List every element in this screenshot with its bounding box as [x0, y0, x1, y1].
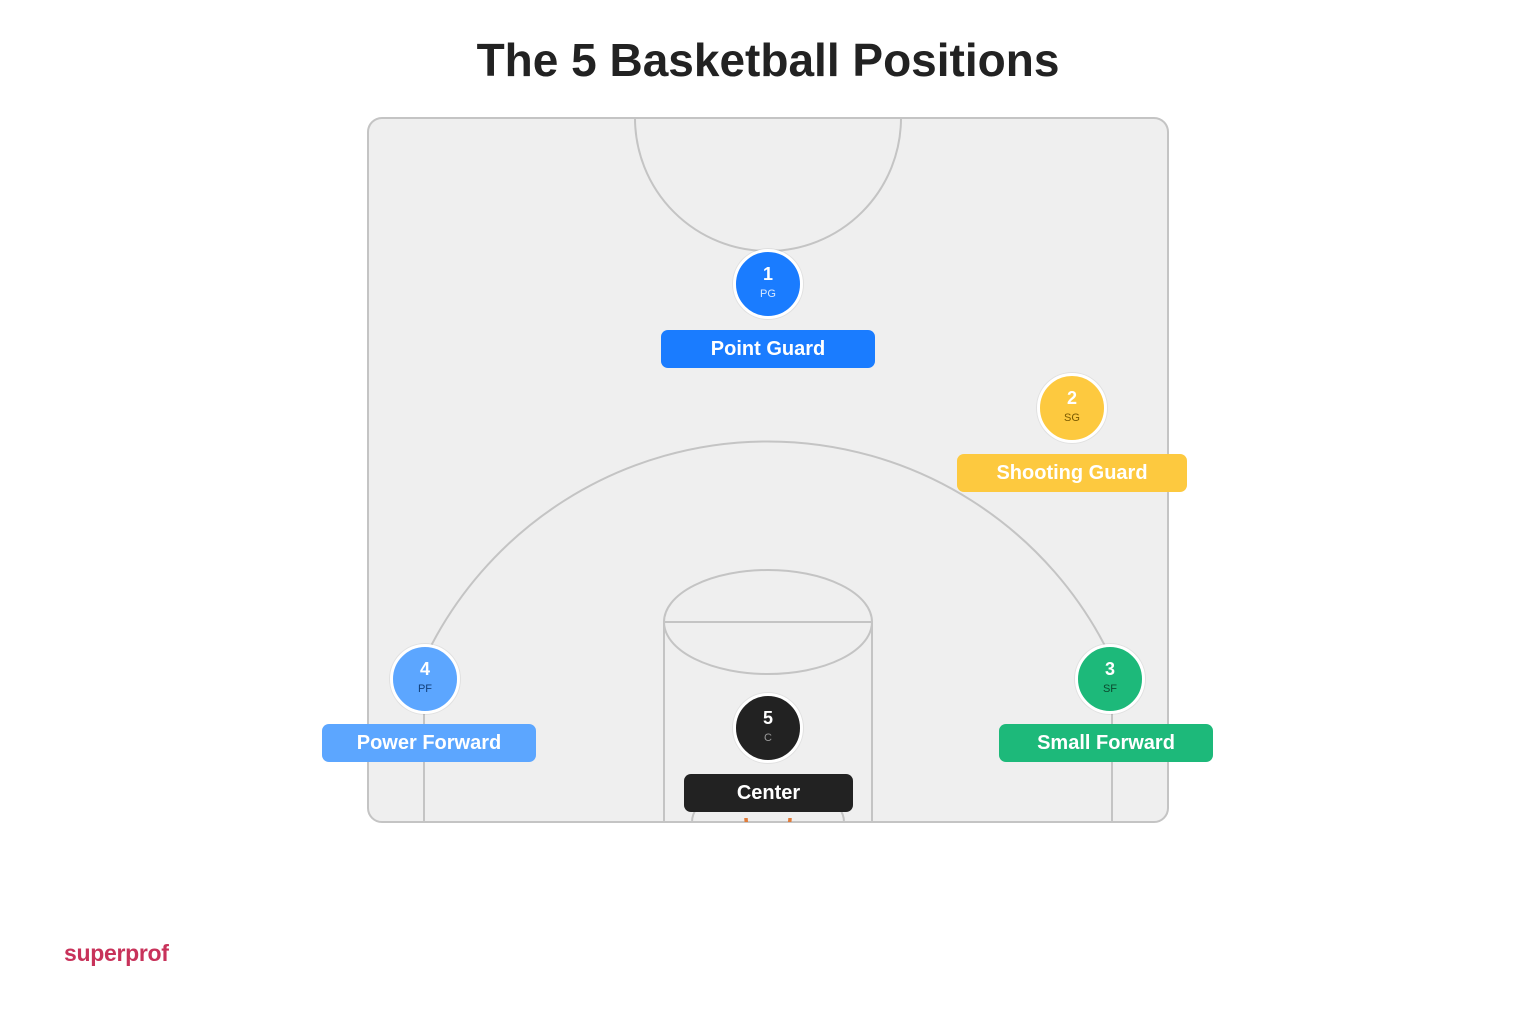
- position-abbreviation: SG: [1064, 412, 1080, 424]
- three-point-line: [423, 440, 1113, 822]
- position-badge-pg: 1 PG: [733, 249, 803, 319]
- position-number: 4: [419, 659, 430, 679]
- position-number: 5: [762, 708, 773, 728]
- position-number: 1: [762, 264, 773, 284]
- position-label-center: Center: [684, 774, 853, 812]
- brand-logo: superprof: [64, 940, 169, 966]
- page-title: The 5 Basketball Positions: [476, 34, 1060, 86]
- position-badge-sg: 2 SG: [1037, 373, 1107, 443]
- position-badge-sf: 3 SF: [1075, 644, 1145, 714]
- position-abbreviation: PG: [760, 288, 776, 300]
- position-badge-pf: 4 PF: [390, 644, 460, 714]
- position-label-point-guard: Point Guard: [661, 330, 875, 368]
- position-abbreviation: C: [764, 732, 772, 744]
- position-label-shooting-guard: Shooting Guard: [957, 454, 1187, 492]
- position-label-small-forward: Small Forward: [999, 724, 1213, 762]
- free-throw-circle: [663, 569, 873, 675]
- position-abbreviation: PF: [417, 683, 433, 695]
- position-abbreviation: SF: [1102, 683, 1118, 695]
- position-number: 3: [1104, 659, 1115, 679]
- position-label-power-forward: Power Forward: [322, 724, 536, 762]
- position-number: 2: [1066, 388, 1077, 408]
- paint-lane: [663, 621, 873, 822]
- position-badge-c: 5 C: [733, 693, 803, 763]
